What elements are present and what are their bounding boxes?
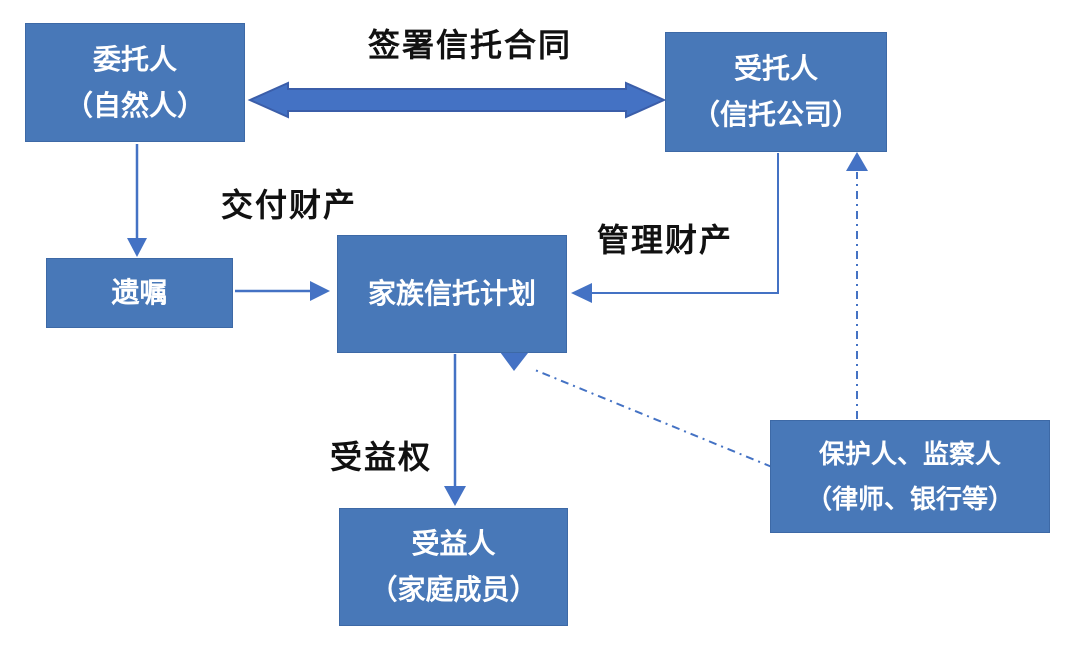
- arrow-will-to-trust-plan: [235, 281, 330, 301]
- label-deliver-property: 交付财产: [221, 187, 358, 223]
- node-will-line1: 遗嘱: [111, 277, 168, 308]
- label-manage-property: 管理财产: [597, 222, 734, 258]
- arrow-settlor-to-will: [127, 144, 147, 257]
- node-beneficiary: 受益人 （家庭成员）: [339, 508, 568, 626]
- node-beneficiary-line2: （家庭成员）: [369, 574, 538, 605]
- node-settlor-line1: 委托人: [92, 43, 177, 75]
- node-protector-line1: 保护人、监察人: [818, 438, 1001, 469]
- node-trustee-line1: 受托人: [733, 53, 818, 84]
- arrow-trustee-to-trust-plan: [571, 153, 779, 303]
- double-arrow-sign-contract: [247, 81, 667, 119]
- label-benefit-right: 受益权: [330, 439, 433, 475]
- node-will: 遗嘱: [46, 258, 233, 328]
- node-trustee-line2: （信托公司）: [691, 99, 860, 130]
- node-settlor: 委托人 （自然人）: [25, 23, 245, 142]
- node-settlor-line2: （自然人）: [64, 89, 205, 121]
- label-sign-contract: 签署信托合同: [368, 27, 573, 63]
- node-trust-plan: 家族信托计划: [337, 235, 567, 353]
- node-beneficiary-line1: 受益人: [411, 528, 496, 559]
- node-protector-line2: （律师、银行等）: [805, 483, 1014, 514]
- arrow-trust-plan-to-beneficiary: [444, 354, 466, 506]
- node-protector: 保护人、监察人 （律师、银行等）: [770, 420, 1050, 533]
- arrow-protector-to-trustee: [846, 152, 868, 419]
- node-trustee: 受托人 （信托公司）: [665, 32, 887, 152]
- arrow-protector-to-trust-plan: [500, 352, 773, 468]
- node-trust-plan-line1: 家族信托计划: [367, 278, 536, 309]
